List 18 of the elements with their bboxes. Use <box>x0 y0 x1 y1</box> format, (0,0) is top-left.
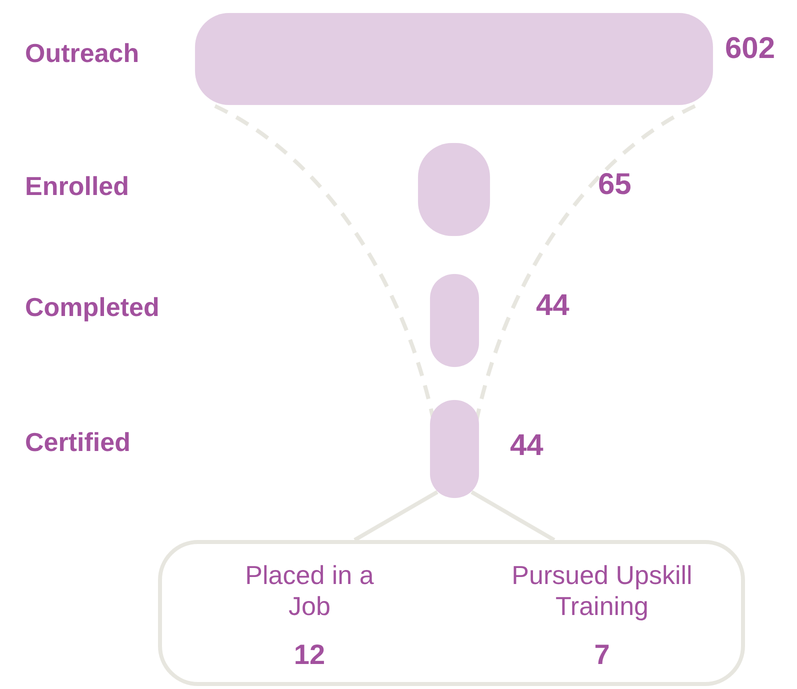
outcome-value: 7 <box>594 638 610 672</box>
stage-label: Completed <box>25 294 160 320</box>
stage-label: Enrolled <box>25 173 130 199</box>
funnel-bar <box>430 400 479 498</box>
connector-line <box>470 490 556 542</box>
stage-count: 44 <box>510 431 544 461</box>
stage-count: 65 <box>598 170 632 200</box>
stage-label: Certified <box>25 429 130 455</box>
stage-count: 44 <box>536 291 570 321</box>
stage-count: 602 <box>725 34 776 64</box>
outcome-panel <box>158 540 745 686</box>
outcome-value: 12 <box>294 638 326 672</box>
outcome-label: Placed in a Job <box>244 560 375 624</box>
stage-label: Outreach <box>25 40 140 66</box>
connector-line <box>354 490 438 542</box>
funnel-bar <box>430 274 479 367</box>
outcome-label: Pursued Upskill Training <box>510 560 694 624</box>
funnel-bar <box>195 13 713 105</box>
